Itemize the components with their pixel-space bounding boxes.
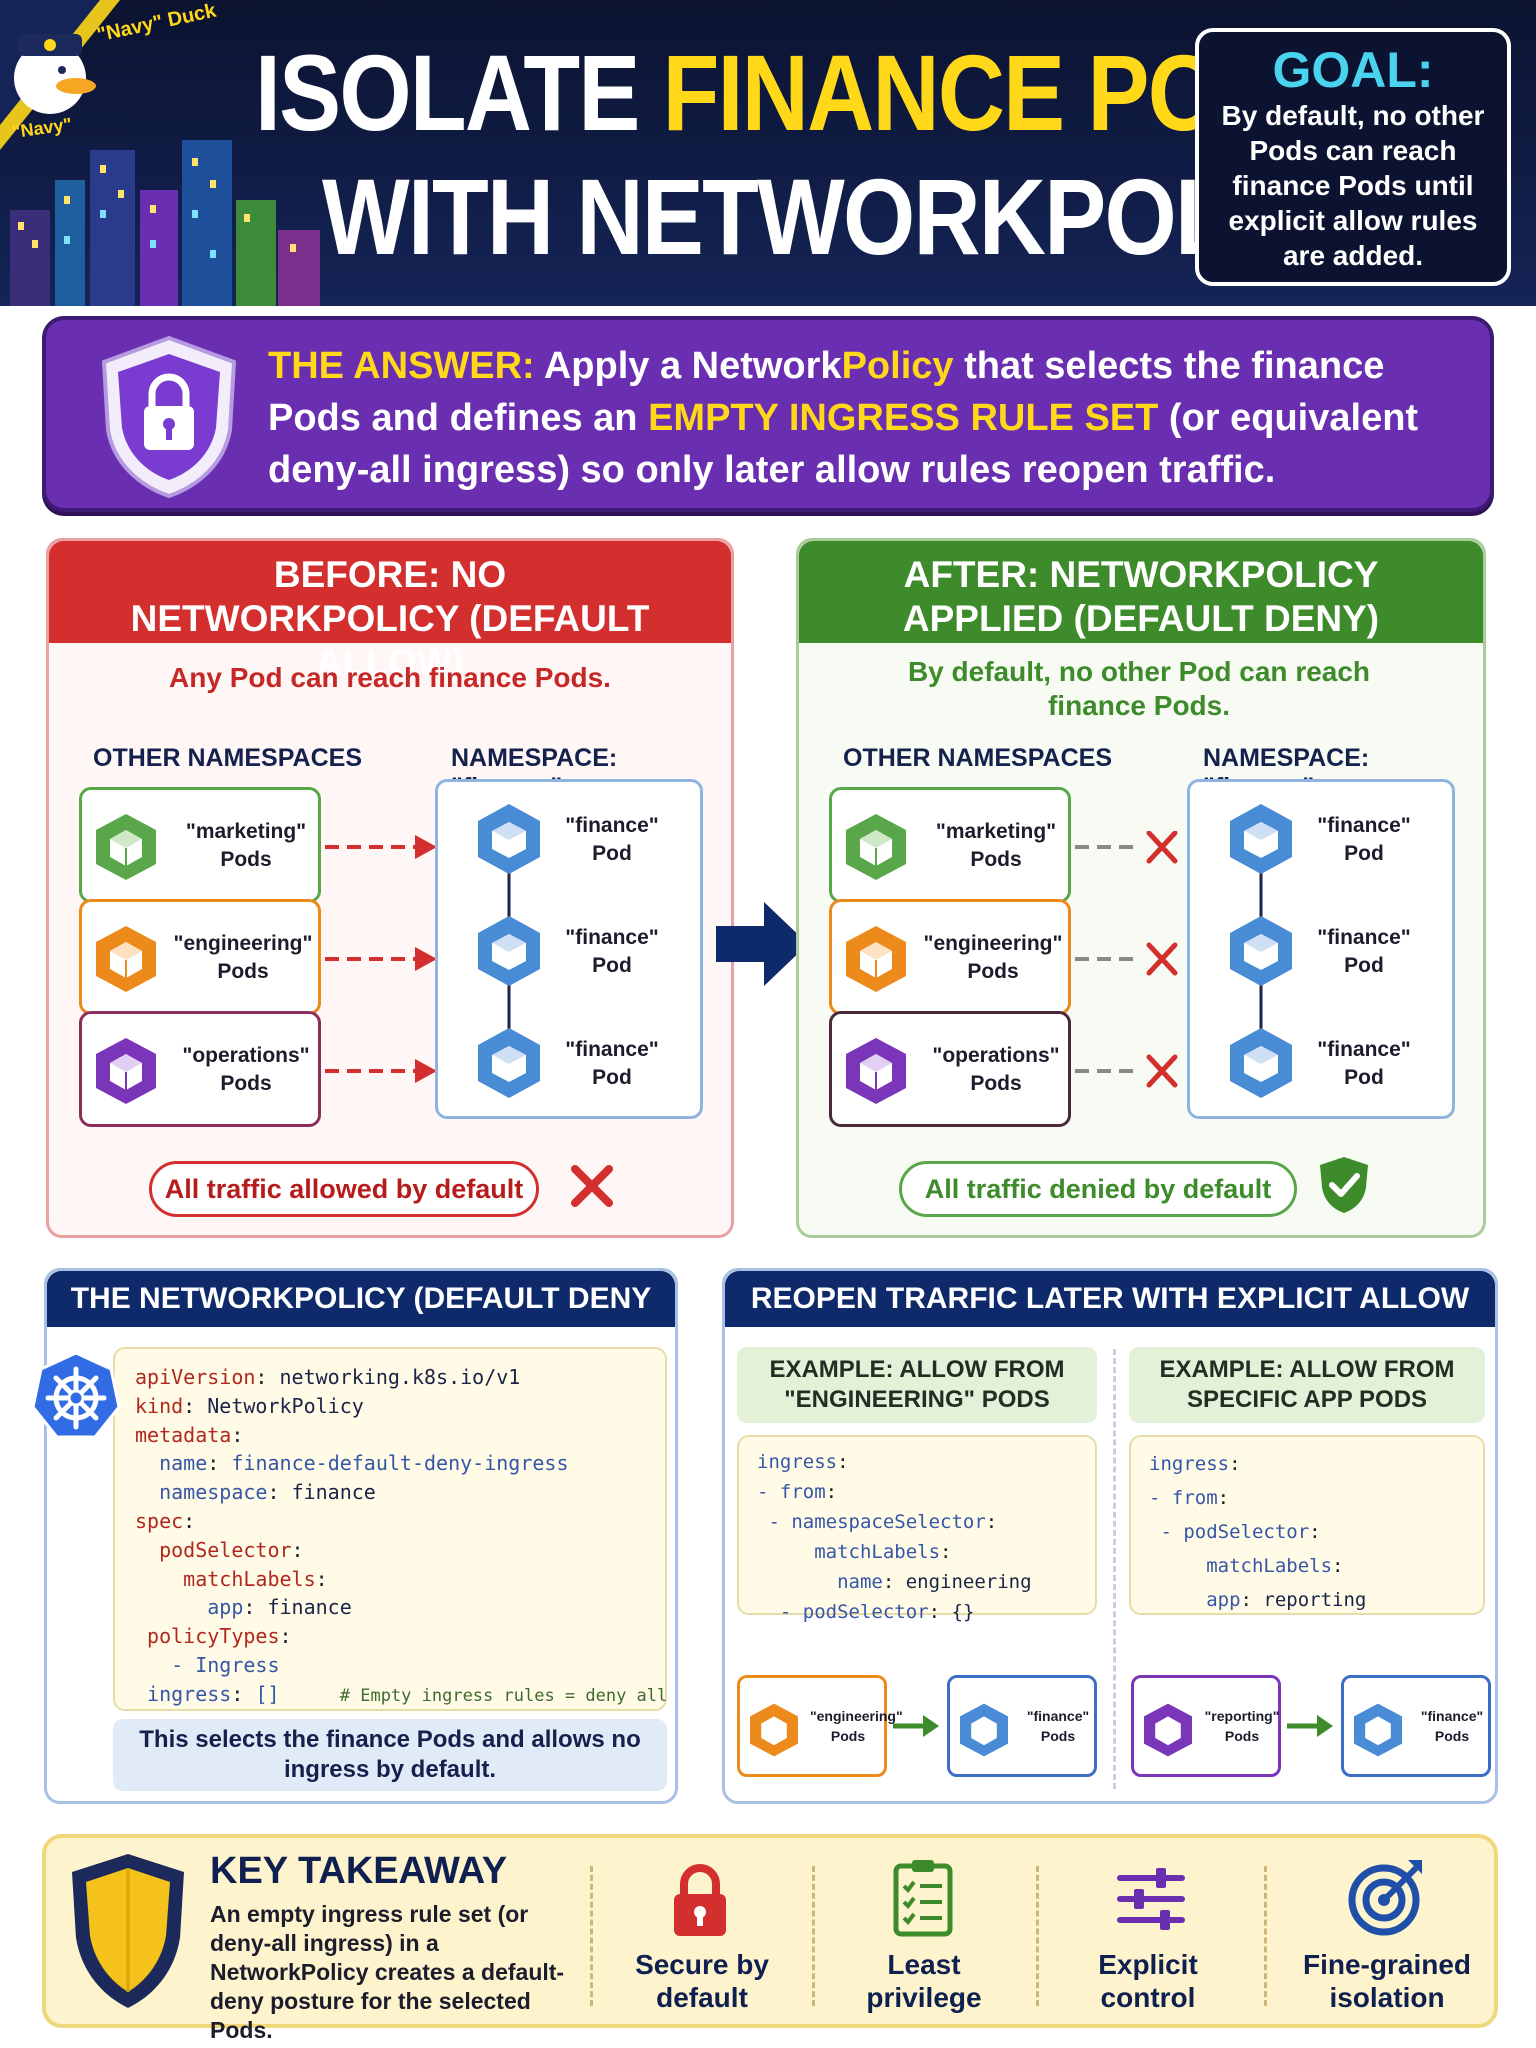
answer-text: THE ANSWER: Apply a NetworkPolicy that s…	[268, 345, 1419, 491]
takeaway-item: Fine-grained isolation	[1302, 1949, 1471, 2013]
page-title-line1: ISOLATE FINANCE PODS	[255, 32, 1346, 153]
shield-check-icon	[1320, 1157, 1368, 1213]
pod-label: "engineering" Pods	[173, 932, 313, 983]
pod-label: "operations" Pods	[932, 1044, 1060, 1095]
after-title: AFTER: NETWORKPOLICY APPLIED (DEFAULT DE…	[799, 541, 1483, 643]
divider	[812, 1866, 815, 2006]
after-pod-operations: "operations" Pods	[829, 1011, 1071, 1127]
finance-pods-icons	[1230, 804, 1292, 1098]
example1-title: EXAMPLE: ALLOW FROM "ENGINEERING" PODS	[737, 1347, 1097, 1423]
reopen-panel: REOPEN TRARFIC LATER WITH EXPLICIT ALLOW…	[722, 1268, 1498, 1804]
policy-panel: THE NETWORKPOLICY (DEFAULT DENY INGRESS)…	[31, 1268, 678, 1804]
example2-target-pod: "finance" Pods	[1341, 1675, 1491, 1777]
after-subtitle: By default, no other Pod can reach finan…	[907, 656, 1371, 721]
policy-title: THE NETWORKPOLICY (DEFAULT DENY INGRESS)	[47, 1271, 675, 1371]
reopen-title: REOPEN TRARFIC LATER WITH EXPLICIT ALLOW…	[725, 1271, 1495, 1371]
kubernetes-icon	[31, 1351, 121, 1439]
finance-pod-label: "finance" Pod	[565, 814, 659, 865]
pod-label: "marketing" Pods	[185, 820, 307, 871]
after-col-left: OTHER NAMESPACES	[843, 744, 1113, 772]
mini-pod-label: "engineering" Pods	[810, 1708, 903, 1744]
example1-source-pod: "engineering" Pods	[737, 1675, 903, 1777]
example2-title: EXAMPLE: ALLOW FROM SPECIFIC APP PODS	[1129, 1347, 1485, 1423]
takeaway-title: KEY TAKEAWAY	[210, 1850, 508, 1892]
finance-pod-label: "finance" Pod	[565, 1038, 659, 1089]
x-icon	[571, 1165, 613, 1207]
key-takeaway: KEY TAKEAWAY An empty ingress rule set (…	[42, 1834, 1498, 2043]
before-pod-operations: "operations" Pods	[79, 1011, 321, 1127]
before-finance-namespace: "finance" Pod "finance" Pod "finance" Po…	[435, 779, 703, 1119]
mini-pod-label: "reporting" Pods	[1204, 1708, 1280, 1744]
transition-arrow-icon	[716, 902, 808, 986]
example2-code: ingress: - from: - podSelector: matchLab…	[1129, 1435, 1485, 1615]
before-col-left: OTHER NAMESPACES	[93, 744, 363, 772]
shield-icon	[72, 1854, 184, 2008]
before-title: BEFORE: NO NETWORKPOLICY (DEFAULT ALLOW)	[49, 541, 731, 683]
finance-pod-label: "finance" Pod	[1317, 814, 1411, 865]
after-status-pill: All traffic denied by default	[899, 1161, 1297, 1217]
mini-pod-label: "finance" Pods	[1420, 1708, 1484, 1744]
before-pod-engineering: "engineering" Pods	[79, 899, 321, 1015]
takeaway-item: Least privilege	[866, 1949, 982, 2013]
pod-label: "engineering" Pods	[923, 932, 1063, 983]
example1-code: ingress: - from: - namespaceSelector: ma…	[737, 1435, 1097, 1623]
finance-pods-icons	[478, 804, 540, 1098]
allow-arrows	[325, 835, 437, 1083]
pod-label: "operations" Pods	[182, 1044, 310, 1095]
cube-icon	[96, 814, 156, 880]
cube-icon	[960, 1703, 1008, 1757]
divider	[1036, 1866, 1039, 2006]
takeaway-item: Explicit control	[1098, 1949, 1198, 2013]
divider	[1264, 1866, 1267, 2006]
takeaway-text: An empty ingress rule set (or deny-all i…	[210, 1901, 565, 2043]
example1-target-pod: "finance" Pods	[947, 1675, 1097, 1777]
cube-icon	[846, 926, 906, 992]
finance-pod-label: "finance" Pod	[565, 926, 659, 977]
cube-icon	[96, 1038, 156, 1104]
cube-icon	[1354, 1703, 1402, 1757]
policy-note: This selects the finance Pods and allows…	[113, 1719, 667, 1791]
finance-pod-label: "finance" Pod	[1317, 1038, 1411, 1089]
answer-banner: THE ANSWER: Apply a NetworkPolicy that s…	[42, 316, 1494, 512]
cube-icon	[96, 926, 156, 992]
lock-icon	[674, 1864, 726, 1936]
mini-pod-label: "finance" Pods	[1026, 1708, 1090, 1744]
city-skyline-icon	[0, 0, 320, 306]
cube-icon	[1144, 1703, 1192, 1757]
pod-label: "marketing" Pods	[935, 820, 1057, 871]
policy-code: apiVersion: networking.k8s.io/v1 kind: N…	[113, 1347, 667, 1711]
target-icon	[1348, 1860, 1422, 1936]
before-pod-marketing: "marketing" Pods	[79, 787, 321, 903]
header-banner: "Navy" Duck "Navy" ISOLATE FINANCE PODS …	[0, 0, 1536, 306]
code-comment: # Empty ingress rules = deny all	[339, 1685, 668, 1706]
before-status-pill: All traffic allowed by default	[149, 1161, 539, 1217]
finance-pod-label: "finance" Pod	[1317, 926, 1411, 977]
allow-arrow-icon	[1287, 1715, 1333, 1737]
before-panel: BEFORE: NO NETWORKPOLICY (DEFAULT ALLOW)…	[46, 538, 734, 1238]
deny-markers	[1075, 831, 1178, 1088]
example2-source-pod: "reporting" Pods	[1131, 1675, 1281, 1777]
after-finance-namespace: "finance" Pod "finance" Pod "finance" Po…	[1187, 779, 1455, 1119]
cube-icon	[846, 1038, 906, 1104]
after-pod-marketing: "marketing" Pods	[829, 787, 1071, 903]
policy-yaml: apiVersion: networking.k8s.io/v1 kind: N…	[135, 1365, 668, 1706]
cube-icon	[750, 1703, 798, 1757]
allow-arrow-icon	[893, 1715, 939, 1737]
takeaway-item: Secure by default	[635, 1949, 769, 2013]
goal-heading: GOAL:	[1272, 42, 1434, 98]
column-divider	[1113, 1349, 1116, 1789]
after-panel: AFTER: NETWORKPOLICY APPLIED (DEFAULT DE…	[796, 538, 1486, 1238]
divider	[590, 1866, 593, 2006]
goal-box: GOAL: By default, no other Pods can reac…	[1195, 28, 1511, 286]
after-pod-engineering: "engineering" Pods	[829, 899, 1071, 1015]
checklist-icon	[893, 1860, 953, 1937]
cube-icon	[846, 814, 906, 880]
goal-text: By default, no other Pods can reach fina…	[1221, 100, 1485, 271]
sliders-icon	[1117, 1868, 1185, 1930]
shield-lock-icon	[101, 335, 237, 499]
before-subtitle: Any Pod can reach finance Pods.	[169, 662, 611, 693]
